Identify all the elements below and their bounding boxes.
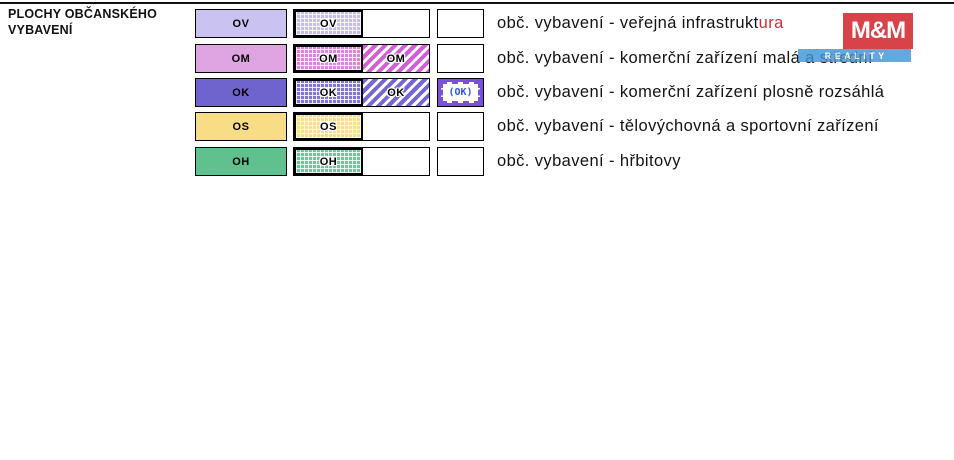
swatch-code: OH <box>232 155 250 168</box>
swatch-code: OS <box>320 120 337 133</box>
swatch-blank-half <box>363 10 429 37</box>
swatch-code: OM <box>231 52 251 65</box>
swatch-grid-os: OS <box>294 113 363 140</box>
label-text: obč. vybavení - tělovýchovná a sportovní… <box>497 117 879 135</box>
label-text: obč. vybavení - veřejná infrastrukt <box>497 14 759 32</box>
swatch-empty-om <box>437 44 484 73</box>
legend-label-ov: obč. vybavení - veřejná infrastruktura <box>497 13 784 34</box>
swatch-solid-ok: OK <box>195 78 287 107</box>
legend-row-os: OS OS obč. vybavení - tělovýchovná a spo… <box>0 112 954 141</box>
legend-row-ok: OK OK OK (OK) obč. vybavení - komerční z… <box>0 78 954 107</box>
swatch-solid-os: OS <box>195 112 287 141</box>
label-text: obč. vybavení - komerční zařízení plosně… <box>497 83 885 101</box>
swatch-code-alt: (OK) <box>448 87 473 98</box>
top-divider-line <box>0 2 954 4</box>
swatch-code: OH <box>319 155 338 168</box>
swatch-code: OV <box>232 17 250 30</box>
swatch-blank-half <box>363 148 429 175</box>
section-title-line2: VYBAVENÍ <box>8 23 73 37</box>
label-text: obč. vybavení - komerční zařízení malá a… <box>497 49 873 67</box>
swatch-code: OV <box>320 17 337 30</box>
swatch-empty-ov <box>437 9 484 38</box>
swatch-blank-half <box>363 113 429 140</box>
swatch-code: OK <box>232 86 250 99</box>
swatch-grid-ov: OV <box>294 10 363 37</box>
swatch-dashed-outline-inner: (OK) <box>441 82 480 103</box>
swatch-grid-oh: OH <box>294 148 363 175</box>
swatch-code: OK <box>387 86 405 99</box>
swatch-empty-os <box>437 112 484 141</box>
legend-label-oh: obč. vybavení - hřbitovy <box>497 151 681 172</box>
swatch-code: OM <box>386 52 406 65</box>
swatch-combo-ov: OV <box>293 9 430 38</box>
swatch-stripes-om: OM <box>363 45 429 72</box>
legend-row-oh: OH OH obč. vybavení - hřbitovy <box>0 147 954 176</box>
swatch-grid-om: OM <box>294 45 363 72</box>
swatch-empty-oh <box>437 147 484 176</box>
legend-label-ok: obč. vybavení - komerční zařízení plosně… <box>497 82 884 103</box>
legend-label-om: obč. vybavení - komerční zařízení malá a… <box>497 48 873 69</box>
legend-label-os: obč. vybavení - tělovýchovná a sportovní… <box>497 116 879 137</box>
swatch-combo-om: OM OM <box>293 44 430 73</box>
label-text: obč. vybavení - hřbitovy <box>497 152 681 170</box>
swatch-code: OS <box>232 120 250 133</box>
legend-row-ov: OV OV obč. vybavení - veřejná infrastruk… <box>0 9 954 38</box>
swatch-solid-ov: OV <box>195 9 287 38</box>
swatch-dashed-outline-ok: (OK) <box>437 78 484 107</box>
swatch-stripes-ok: OK <box>363 79 429 106</box>
swatch-solid-om: OM <box>195 44 287 73</box>
legend-row-om: OM OM OM obč. vybavení - komerční zaříze… <box>0 44 954 73</box>
swatch-grid-ok: OK <box>294 79 363 106</box>
swatch-combo-oh: OH <box>293 147 430 176</box>
section-title-line1: PLOCHY OBČANSKÉHO <box>8 7 158 21</box>
swatch-combo-os: OS <box>293 112 430 141</box>
swatch-code: OM <box>319 52 338 65</box>
swatch-code: OK <box>319 86 338 99</box>
swatch-combo-ok: OK OK <box>293 78 430 107</box>
swatch-solid-oh: OH <box>195 147 287 176</box>
label-text-overlapped: ura <box>758 14 784 32</box>
section-title: PLOCHY OBČANSKÉHO VYBAVENÍ <box>8 6 193 38</box>
